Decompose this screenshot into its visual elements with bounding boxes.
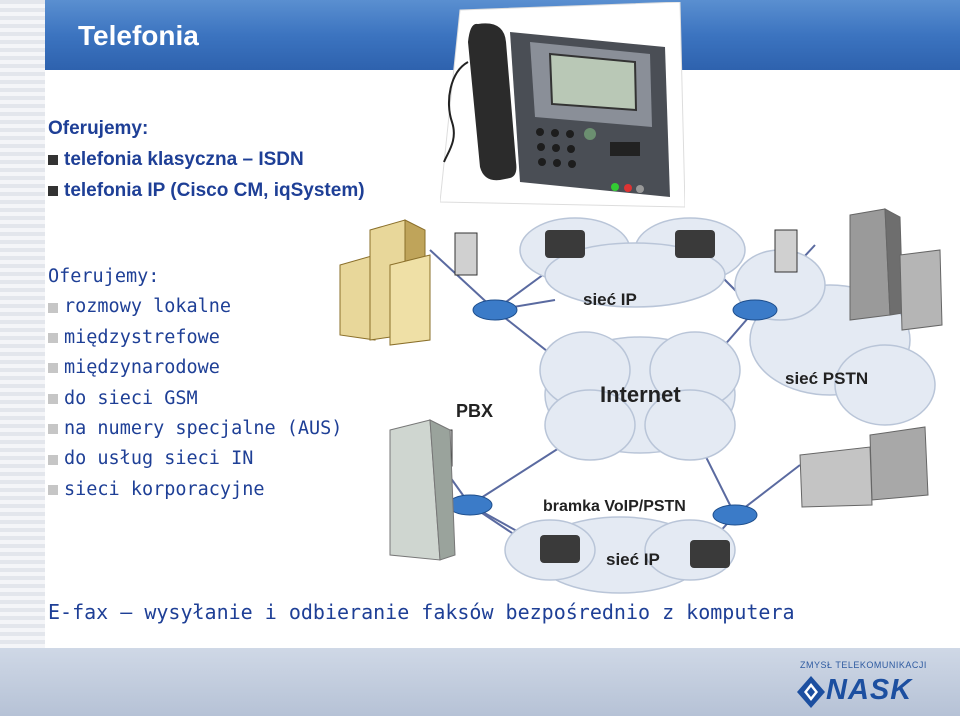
bullet-icon [48, 454, 58, 465]
bullet-icon [48, 393, 58, 404]
nask-logo: NASK [826, 674, 913, 706]
offer-heading: Oferujemy: [48, 118, 149, 139]
list-item: na numery specjalne (AUS) [48, 414, 342, 444]
list-item: telefonia IP (Cisco CM, iqSystem) [48, 175, 365, 206]
label-ip-bottom: sieć IP [606, 550, 660, 569]
footer-bar [0, 648, 960, 716]
bullet-icon [48, 333, 58, 344]
nask-logo-icon [797, 676, 825, 708]
page-title: Telefonia [78, 20, 199, 51]
left-stripes [0, 0, 45, 716]
label-pbx: PBX [456, 401, 493, 421]
efax-text: E-fax – wysyłanie i odbieranie faksów be… [48, 600, 795, 624]
bullet-icon [48, 363, 58, 374]
list-item: sieci korporacyjne [48, 475, 342, 505]
list-item: do sieci GSM [48, 384, 342, 414]
bullet-icon [48, 485, 58, 496]
ip-phone-image [440, 2, 685, 208]
list-item: telefonia klasyczna – ISDN [48, 144, 365, 175]
list-item: międzystrefowe [48, 323, 342, 353]
network-diagram: sieć IP Internet sieć PSTN PBX bramka Vo… [339, 208, 943, 594]
bullet-icon [48, 424, 58, 435]
bullet-icon [48, 185, 58, 196]
list-item: do usług sieci IN [48, 444, 342, 474]
label-pstn: sieć PSTN [785, 369, 868, 388]
offer-block-1: Oferujemy: telefonia klasyczna – ISDN te… [48, 113, 365, 206]
bullet-icon [48, 302, 58, 313]
list-item: rozmowy lokalne [48, 292, 342, 322]
offer-block-2: Oferujemy: rozmowy lokalne międzystrefow… [48, 262, 342, 505]
label-internet: Internet [600, 382, 681, 407]
label-ip-top: sieć IP [583, 290, 637, 309]
list-item: międzynarodowe [48, 353, 342, 383]
bullet-icon [48, 154, 58, 165]
offer-heading: Oferujemy: [48, 266, 160, 287]
label-gateway: bramka VoIP/PSTN [543, 498, 686, 515]
footer-tagline: ZMYSŁ TELEKOMUNIKACJI [800, 660, 927, 670]
